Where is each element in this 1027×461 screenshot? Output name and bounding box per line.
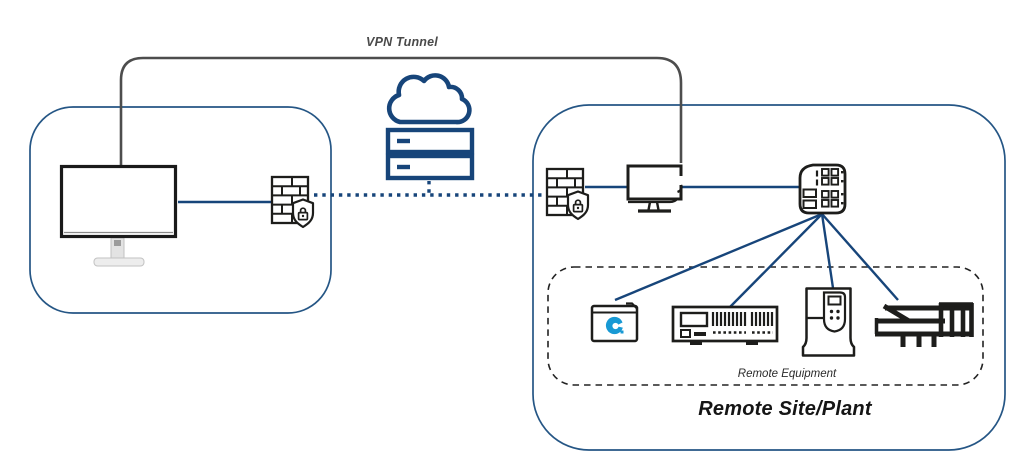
local-firewall-node xyxy=(270,175,315,229)
remote-firewall-node xyxy=(545,167,590,221)
machine-equipment-node xyxy=(874,302,974,347)
controller-fanout-links xyxy=(614,212,899,308)
rack-foot xyxy=(690,341,702,345)
monitor-icon xyxy=(626,164,683,201)
local-site-container xyxy=(29,106,332,314)
link-to-rack xyxy=(729,213,823,308)
monitor-stand-base xyxy=(93,257,145,267)
plc-io-slots xyxy=(802,188,817,209)
vpn-tunnel-label: VPN Tunnel xyxy=(366,35,438,49)
vpn-tunnel-connection: VPN Tunnel xyxy=(119,35,683,166)
machine-legs xyxy=(900,336,937,347)
wan-cloud-server-node xyxy=(385,73,475,181)
remote-equipment-label: Remote Equipment xyxy=(738,368,837,380)
firewall-lock-icon xyxy=(545,167,590,221)
rack-vent-slats xyxy=(711,312,774,326)
vfd-keypad xyxy=(822,291,847,333)
link-to-machine xyxy=(821,213,899,301)
remote-workstation-node xyxy=(626,164,684,213)
variable-speed-drive-node xyxy=(801,287,856,357)
hmi-logo xyxy=(605,316,625,335)
desktop-monitor-icon xyxy=(59,164,178,239)
hmi-panel-node xyxy=(590,302,639,343)
monitor-stand-notch xyxy=(114,240,121,246)
monitor-sketch-hook xyxy=(677,184,683,194)
vpn-tunnel-line xyxy=(119,56,683,166)
monitor-sketch-gap xyxy=(678,176,684,185)
remote-site-container xyxy=(532,104,1006,451)
hmi-folded-corner xyxy=(626,302,638,310)
plc-terminal-grid xyxy=(821,168,840,208)
rack-foot xyxy=(746,341,758,345)
remote-equipment-zone: Remote Equipment xyxy=(547,266,984,386)
monitor-base-lip xyxy=(628,198,678,204)
remote-site-label: Remote Site/Plant xyxy=(698,398,873,420)
engineering-workstation-node xyxy=(59,164,178,267)
controller-rack-node xyxy=(671,305,779,345)
server-stack-icon xyxy=(385,127,475,181)
rack-port xyxy=(694,332,706,336)
vfd-keypad-buttons xyxy=(829,309,840,320)
plc-terminal-ticks xyxy=(841,171,844,205)
monitor-stand-legs xyxy=(647,201,660,211)
machine-grid xyxy=(938,302,974,337)
cloud-icon xyxy=(386,73,472,125)
rack-display xyxy=(679,311,709,328)
link-to-hmi xyxy=(614,212,823,302)
firewall-lock-icon xyxy=(270,175,315,229)
rack-button xyxy=(680,329,691,338)
vfd-display xyxy=(827,295,842,306)
wan-dotted-links xyxy=(314,181,546,197)
link-to-drive xyxy=(820,213,835,289)
remote-io-controller-node xyxy=(798,163,847,215)
